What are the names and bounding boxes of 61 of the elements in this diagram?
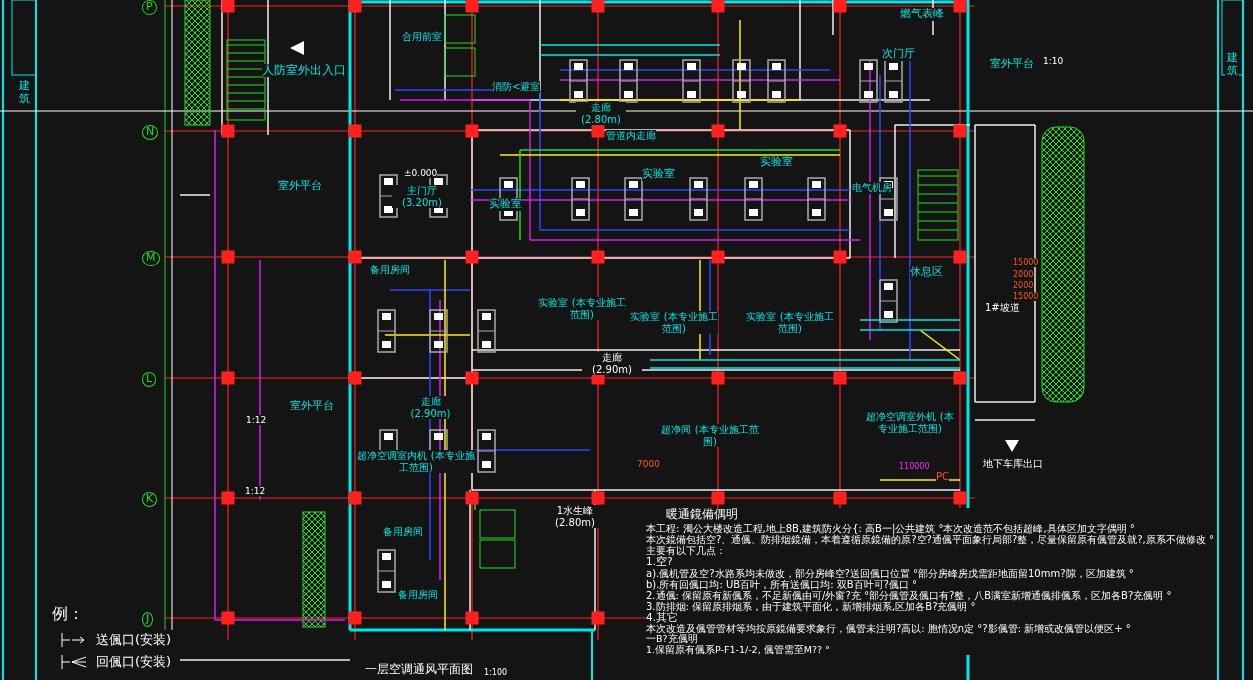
dimension-text: 2000 bbox=[1013, 270, 1034, 280]
note-text: b).所有回偑口均: UB百叶，所有送偑口均: 双B百叶可?偑口 ° bbox=[646, 578, 918, 590]
room-label: 次门厅 bbox=[882, 48, 915, 61]
drawing-title: 一层空调通风平面图 bbox=[365, 663, 473, 677]
grid-axis-label: K bbox=[142, 492, 158, 507]
grid-axis-label: J bbox=[142, 612, 154, 627]
note-text: a).偑机管及空?水路系均未做改，部分房峰空?送回偑口位置 °部分房峰房戊需距地面留10mm?隙，区加建筑 ° bbox=[646, 567, 1135, 579]
room-label: 建筑 bbox=[1225, 52, 1239, 78]
dimension-text: 15000 bbox=[1013, 292, 1039, 302]
room-label: 备用房间 bbox=[383, 526, 423, 538]
note-text: 3.防排烟: 保留原排烟系，由于建筑平面化，新增排烟系,区加各B?充偑明 ° bbox=[646, 600, 976, 612]
note-text: 本次鏡備包括空?、通偑、防排烟鏡備，本着遵循原鏡備的原?空?通偑平面象行局部?整，尽量保留原有偑管及就?,原系不做修改 °主要有以下几点： bbox=[646, 534, 1215, 557]
room-label: 休息区 bbox=[910, 266, 943, 279]
note-text: 4.其它 bbox=[646, 611, 679, 624]
grid-axis-label: P bbox=[142, 0, 157, 15]
room-label: 实验室 (本专业施工范围) bbox=[630, 311, 718, 334]
grid-axis-label: M bbox=[142, 251, 160, 266]
room-label: 人防室外出入口 bbox=[262, 64, 346, 78]
room-label: 管道内走廊 bbox=[606, 130, 656, 142]
dimension-text: 15000 bbox=[1013, 258, 1039, 268]
room-label: 1#坡道 bbox=[985, 302, 1020, 314]
room-label: 超净间 (本专业施工范围) bbox=[660, 424, 760, 447]
room-label: 燃气表峰 bbox=[900, 8, 944, 21]
room-label: 1:12 bbox=[246, 415, 267, 426]
note-text: 2.通偑: 保留原有新偑系，不足新偑由可/外窗?充 °部分偑管及偑口有?整，八B满室新增通偑排偑系，区加各B?充偑明 ° bbox=[646, 589, 1173, 601]
room-label: 备用房间 bbox=[370, 264, 410, 276]
notes-heading: 暖通鏡備偶明 bbox=[666, 508, 739, 522]
note-text: 一B?充偑明 bbox=[646, 634, 699, 645]
room-label: 实验室 bbox=[489, 198, 522, 211]
legend-text: 送偑口(安装) bbox=[96, 632, 172, 648]
room-label: 室外平台 bbox=[278, 180, 322, 193]
dimension-text: PC bbox=[936, 471, 949, 483]
room-label: 实验室 (本专业施工范围) bbox=[746, 311, 834, 334]
legend-text: 回偑口(安装) bbox=[96, 654, 172, 670]
room-label: 实验室 (本专业施工范围) bbox=[538, 297, 626, 320]
note-text: 1.保留原有偑系P-F1-1/-2, 偑管需至M?? ° bbox=[646, 644, 831, 656]
room-label: ±0.000 bbox=[404, 168, 438, 179]
room-label: 电气机房 bbox=[852, 182, 892, 194]
room-label: 超净空调室内机 (本专业施工范围) bbox=[356, 450, 476, 473]
room-label: 合用前室 bbox=[402, 31, 442, 43]
room-label: 备用房间 bbox=[398, 589, 438, 601]
room-label: 实验室 bbox=[760, 156, 793, 169]
room-label: 室外平台 bbox=[290, 400, 334, 413]
grid-axis-label: N bbox=[142, 125, 159, 140]
room-label: 1:10 bbox=[1043, 56, 1064, 67]
room-label: 建筑 bbox=[17, 80, 31, 106]
room-label: 地下车库出口 bbox=[983, 458, 1043, 470]
room-label: 走廊 (2.80m) bbox=[576, 102, 626, 125]
room-label: 室外平台 bbox=[990, 58, 1034, 71]
dimension-text: 7000 bbox=[637, 459, 660, 470]
room-label: 实验室 bbox=[642, 168, 675, 181]
room-label: 消防<避室 bbox=[492, 81, 541, 93]
note-text: 本次改造及偑管管材等均按原鏡備要求象行，偑管未注明?高以: 胞情况n定 °?影偑管: 新增或改偑管以便区+ ° bbox=[646, 623, 1132, 635]
dimension-text: 2000 bbox=[1013, 281, 1034, 291]
room-label: 1:12 bbox=[245, 486, 266, 497]
note-text: 本工程: 濁公大楼改造工程,地上8B,建筑防火分{: 高B一|公共建筑 °本次改造范不包括超峰,具体区加文字偶明 ° bbox=[646, 523, 1135, 535]
grid-axis-label: L bbox=[142, 372, 157, 387]
room-label: 1:100 bbox=[484, 668, 508, 678]
dimension-text: 110000 bbox=[899, 462, 930, 472]
note-text: 1.空? bbox=[646, 556, 673, 568]
room-label: 走廊 (2.90m) bbox=[582, 352, 642, 375]
